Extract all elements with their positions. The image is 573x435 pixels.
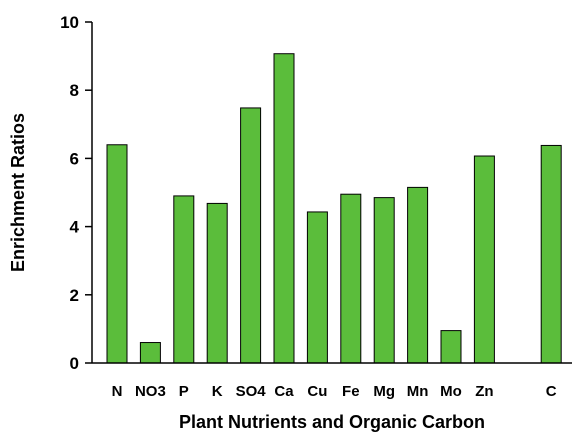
bar [240, 107, 262, 364]
x-tick-label: K [212, 383, 223, 400]
x-tick-label: P [179, 383, 189, 400]
y-tick-label: 8 [70, 81, 79, 100]
x-tick-label: Fe [342, 383, 360, 400]
x-tick-label: Mg [373, 383, 395, 400]
x-tick-label: Mo [440, 383, 462, 400]
bars-group [106, 53, 562, 364]
x-tick-label: Cu [307, 383, 327, 400]
y-tick-label: 10 [60, 13, 79, 32]
y-tick-label: 2 [70, 286, 79, 305]
y-tick-label: 0 [70, 354, 79, 373]
x-tick-label: NO3 [135, 383, 166, 400]
x-tick-label: SO4 [236, 383, 267, 400]
bar [473, 155, 495, 364]
bar [306, 211, 328, 364]
bar [139, 342, 161, 364]
y-axis-title: Enrichment Ratios [8, 113, 28, 272]
x-tick-label: Zn [475, 383, 493, 400]
bar [440, 330, 462, 364]
x-axis-category-labels: N NO3 P K SO4 Ca Cu Fe Mg Mn Mo Zn C [112, 383, 557, 400]
bar [373, 197, 395, 364]
bar [540, 144, 562, 364]
bar [273, 53, 295, 364]
x-tick-label: Mn [407, 383, 429, 400]
bar [407, 186, 429, 364]
y-tick-label: 6 [70, 149, 79, 168]
y-axis-ticks: 0 2 4 6 8 10 [60, 13, 92, 373]
x-tick-label: N [112, 383, 123, 400]
bar [206, 202, 228, 364]
bar [340, 193, 362, 364]
x-axis-title: Plant Nutrients and Organic Carbon [179, 412, 485, 432]
bar [173, 195, 195, 364]
x-tick-label: Ca [274, 383, 294, 400]
x-tick-label: C [546, 383, 557, 400]
y-tick-label: 4 [70, 218, 80, 237]
bar [106, 144, 128, 364]
